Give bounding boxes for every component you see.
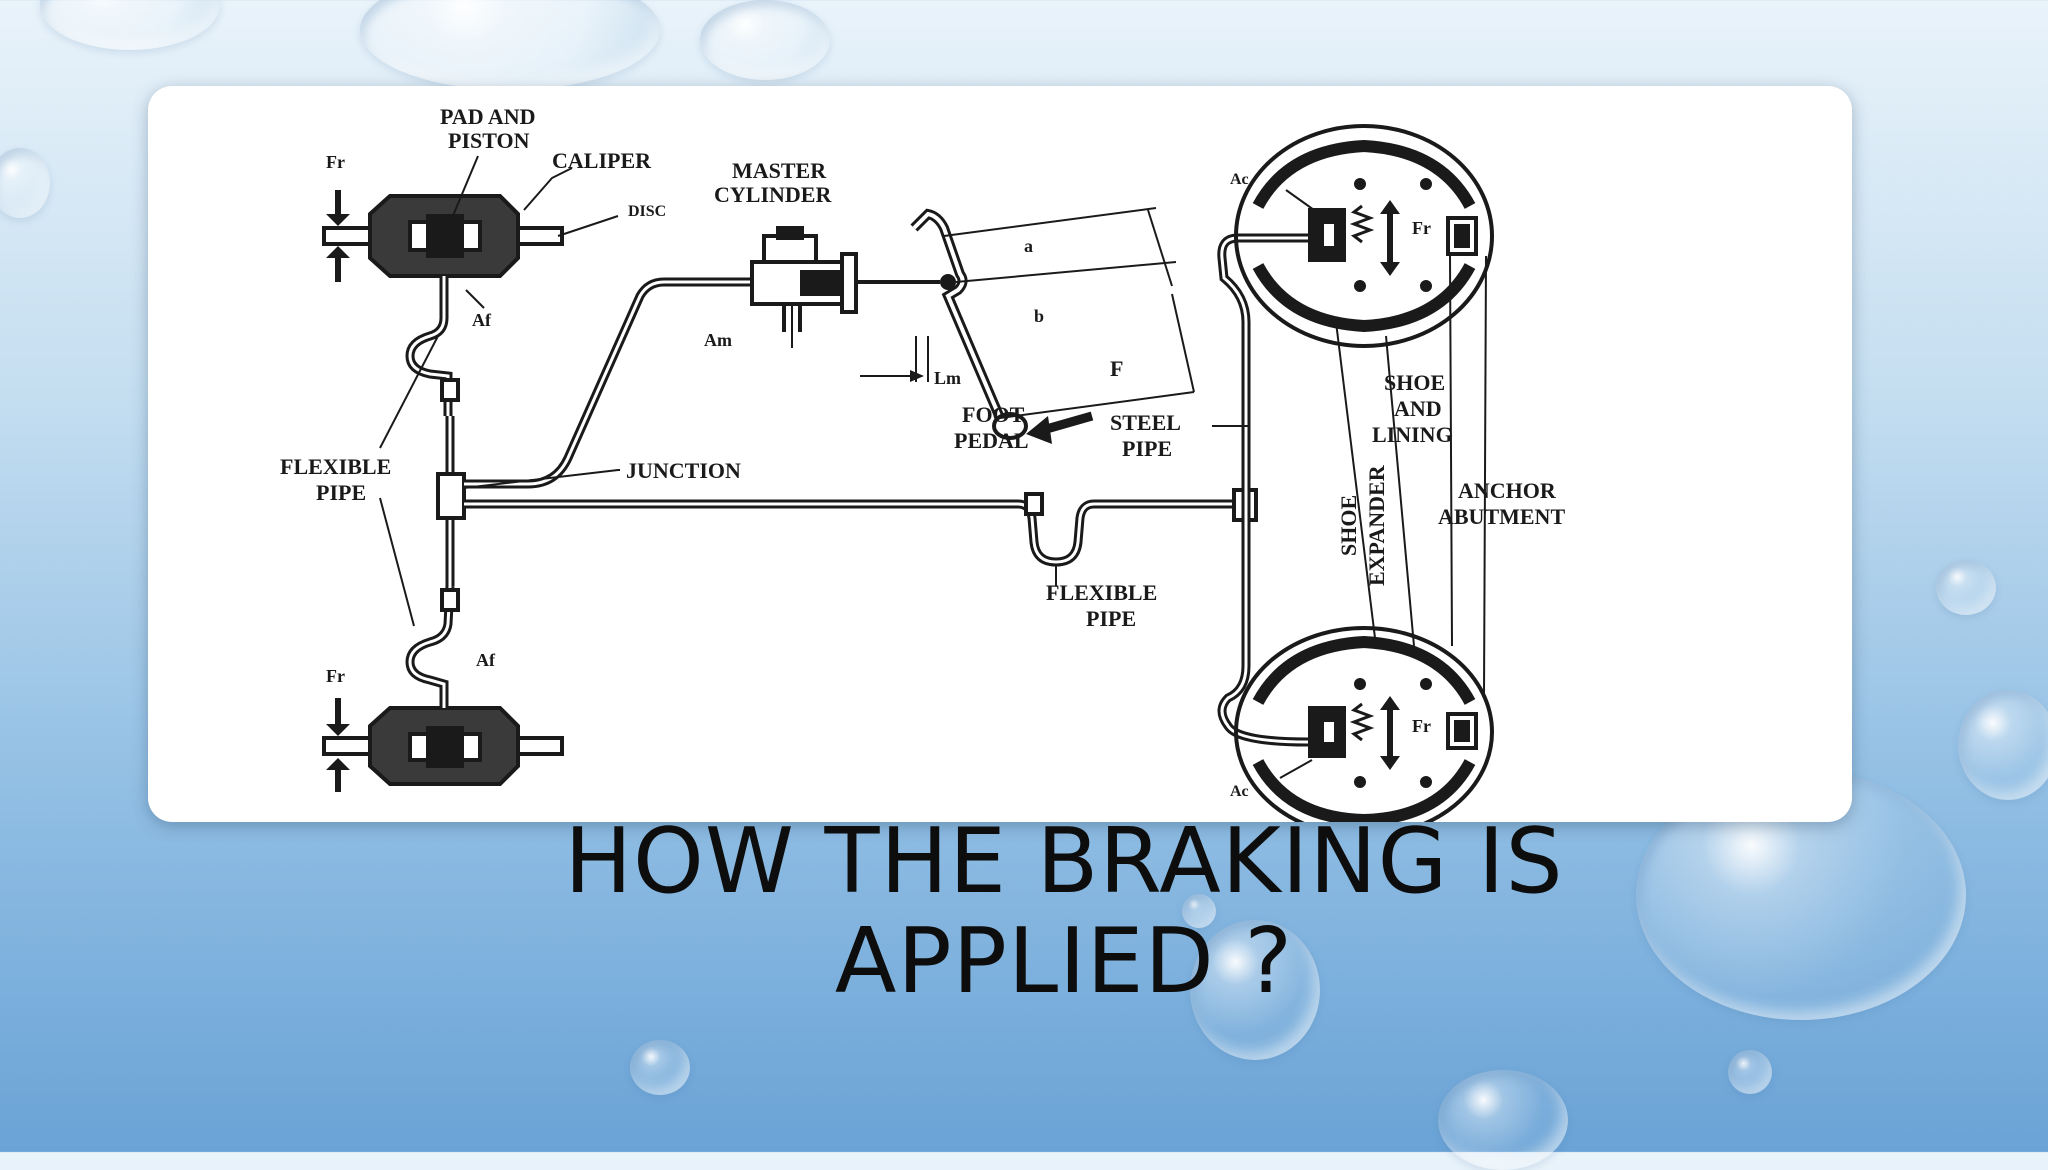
- water-drop-decoration: [1190, 920, 1320, 1060]
- water-drop-decoration: [1936, 560, 1996, 615]
- bottom-disc-caliper: [322, 706, 564, 786]
- label-lm: Lm: [934, 368, 961, 388]
- water-drop-decoration: [1182, 894, 1216, 928]
- label-shoe-and-lining: LINING: [1372, 422, 1453, 447]
- slide-title-line: HOW THE BRAKING IS: [564, 809, 1564, 914]
- label-master-cylinder: CYLINDER: [714, 182, 832, 207]
- label-flexible-pipe-mid: PIPE: [1086, 606, 1136, 631]
- water-drop-decoration: [700, 0, 830, 80]
- label-steel-pipe: STEEL: [1110, 410, 1181, 435]
- label-shoe-and-lining: SHOE: [1384, 370, 1445, 395]
- master-cylinder-line: [464, 277, 754, 489]
- water-drop-decoration: [630, 1040, 690, 1095]
- label-fr-drum-top: Fr: [1412, 218, 1431, 238]
- rear-brake-line: [464, 488, 1258, 567]
- label-flexible-pipe-left: PIPE: [316, 480, 366, 505]
- label-flexible-pipe-mid: FLEXIBLE: [1046, 580, 1157, 605]
- label-pad-and-piston: PISTON: [448, 128, 530, 153]
- left-brake-pipe: [405, 276, 466, 708]
- water-drop-decoration: [40, 0, 220, 50]
- label-foot-pedal: FOOT: [962, 402, 1025, 427]
- water-drop-decoration: [1438, 1070, 1568, 1170]
- label-af-bottom: Af: [476, 650, 496, 670]
- water-drop-decoration: [360, 0, 660, 90]
- top-drum-brake: [1234, 124, 1494, 348]
- water-drop-decoration: [0, 148, 50, 218]
- label-master-cylinder: MASTER: [732, 158, 827, 183]
- label-am: Am: [704, 330, 732, 350]
- label-pad-and-piston: PAD AND: [440, 104, 536, 129]
- foot-pedal: [860, 207, 1195, 444]
- label-flexible-pipe-left: FLEXIBLE: [280, 454, 391, 479]
- label-ff-top: Fr: [326, 152, 345, 172]
- label-ac-top: Ac: [1230, 171, 1249, 188]
- master-cylinder: [750, 226, 940, 348]
- label-disc: DISC: [628, 203, 666, 220]
- label-shoe-and-lining: AND: [1394, 396, 1442, 421]
- label-force-f: F: [1110, 356, 1123, 381]
- label-anchor-abutment: ABUTMENT: [1438, 504, 1565, 529]
- label-foot-pedal: PEDAL: [954, 428, 1029, 453]
- label-anchor-abutment: ANCHOR: [1458, 478, 1557, 503]
- slide-title: HOW THE BRAKING IS APPLIED ?: [424, 812, 1704, 1012]
- label-ff-bottom: Fr: [326, 666, 345, 686]
- slide-title-line: APPLIED ?: [834, 909, 1294, 1014]
- label-a-dimension: a: [1024, 236, 1033, 256]
- bottom-drum-brake: [1234, 626, 1494, 822]
- diagram-card: PAD AND PISTON CALIPER DISC MASTER CYLIN…: [148, 86, 1852, 822]
- label-steel-pipe: PIPE: [1122, 436, 1172, 461]
- label-b-dimension: b: [1034, 306, 1044, 326]
- braking-system-diagram: PAD AND PISTON CALIPER DISC MASTER CYLIN…: [280, 104, 1565, 822]
- label-fr-drum-bottom: Fr: [1412, 716, 1431, 736]
- label-junction: JUNCTION: [626, 458, 741, 483]
- top-disc-caliper: [322, 194, 564, 278]
- water-drop-decoration: [1958, 690, 2048, 800]
- label-shoe-expander: EXPANDER: [1364, 464, 1389, 586]
- label-shoe-expander: SHOE: [1336, 495, 1361, 556]
- rear-steel-pipe: [1217, 233, 1309, 747]
- leader-lines: [379, 155, 1487, 779]
- water-drop-decoration: [1728, 1050, 1772, 1094]
- label-caliper: CALIPER: [552, 148, 652, 173]
- label-af-top: Af: [472, 310, 492, 330]
- label-ac-bottom: Ac: [1230, 783, 1249, 800]
